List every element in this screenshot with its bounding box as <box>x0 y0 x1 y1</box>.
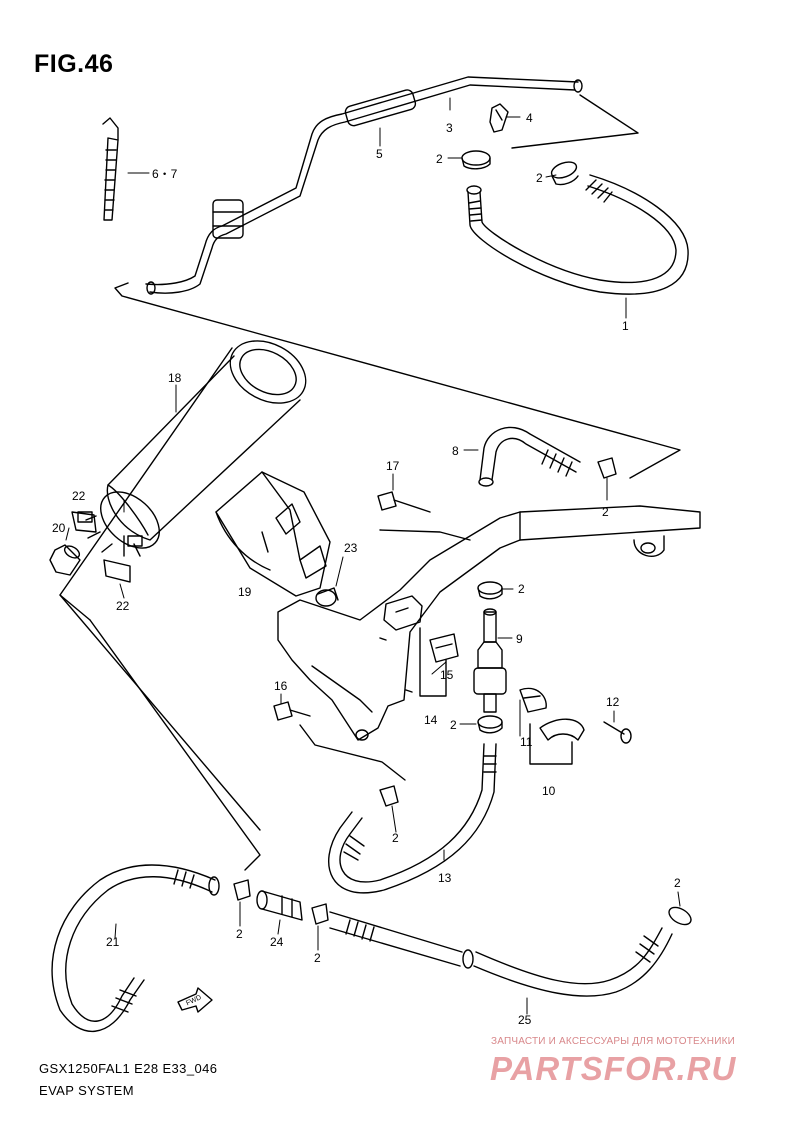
label-part-22-b: 22 <box>116 599 130 613</box>
label-part-8: 8 <box>452 444 459 458</box>
figure-title: FIG.46 <box>34 50 114 78</box>
label-part-12: 12 <box>606 695 620 709</box>
leader-lines <box>65 97 681 1015</box>
fwd-label: FWD <box>185 994 202 1007</box>
label-part-17: 17 <box>386 459 400 473</box>
label-part-2-h: 2 <box>314 951 321 965</box>
part-22-clamp-b <box>103 559 131 583</box>
part-13-hose <box>328 743 497 894</box>
label-part-5: 5 <box>376 147 383 161</box>
part-18-canister <box>77 340 307 557</box>
part-15-bracket <box>429 633 459 663</box>
fwd-arrow-icon <box>177 987 213 1013</box>
part-25-hose <box>329 911 673 997</box>
part-5-vent-hose <box>145 76 583 295</box>
part-2-clamp-lower-1 <box>379 785 399 807</box>
label-part-21: 21 <box>106 935 120 949</box>
label-part-14: 14 <box>424 713 438 727</box>
label-part-10: 10 <box>542 784 556 798</box>
part-17-bolt <box>377 491 431 513</box>
label-part-6-7: 6・7 <box>152 167 178 181</box>
label-part-24: 24 <box>270 935 284 949</box>
label-part-1: 1 <box>622 319 629 333</box>
label-part-23: 23 <box>344 541 358 555</box>
model-code: GSX1250FAL1 E28 E33_046 <box>39 1061 218 1076</box>
label-part-3: 3 <box>446 121 453 135</box>
part-14-bracket <box>383 595 423 631</box>
frame-line-mid2 <box>59 594 261 831</box>
part-22-clamp-a <box>71 511 97 533</box>
bracket-assembly <box>277 505 701 741</box>
part-8-hose <box>478 426 581 487</box>
part-20-cap <box>49 544 81 576</box>
label-part-16: 16 <box>274 679 288 693</box>
watermark-logo: PARTSFOR.RU <box>490 1050 737 1087</box>
label-part-2-i: 2 <box>674 876 681 890</box>
frame-line-mid <box>299 724 406 781</box>
watermark-tagline: ЗАПЧАСТИ И АКСЕССУАРЫ ДЛЯ МОТОТЕХНИКИ <box>491 1036 736 1047</box>
part-2-clamp-mid-3 <box>477 715 503 734</box>
part-6-7-cable-tie <box>102 117 119 221</box>
frame-line-upper <box>114 282 681 479</box>
label-part-25: 25 <box>518 1013 532 1027</box>
part-11-clamp-b <box>539 718 585 741</box>
label-part-19: 19 <box>238 585 252 599</box>
label-part-2-c: 2 <box>602 505 609 519</box>
label-part-2-f: 2 <box>392 831 399 845</box>
label-part-2-g: 2 <box>236 927 243 941</box>
part-2-clamp-lower-2 <box>233 879 251 901</box>
part-10-leader <box>529 723 573 765</box>
label-part-11: 11 <box>520 735 533 749</box>
part-9-valve <box>473 608 507 713</box>
frame-line-left <box>59 347 233 621</box>
part-12-screw <box>603 721 632 744</box>
label-part-2-d: 2 <box>518 582 525 596</box>
label-part-9: 9 <box>516 632 523 646</box>
label-part-18: 18 <box>168 371 182 385</box>
label-part-13: 13 <box>438 871 452 885</box>
part-1-hose <box>466 174 689 295</box>
label-part-15: 15 <box>440 668 454 682</box>
part-16-bolt <box>273 701 311 721</box>
part-2-clamp-lower-4 <box>668 906 692 926</box>
part-2-clamp-lower-3 <box>311 903 329 925</box>
label-part-2-b: 2 <box>536 171 543 185</box>
label-part-2-e: 2 <box>450 718 457 732</box>
system-name: EVAP SYSTEM <box>39 1083 134 1098</box>
part-2-clamp-upper-1 <box>461 150 491 170</box>
part-2-clamp-upper-2 <box>550 161 579 186</box>
part-23-clamp <box>315 587 339 607</box>
frame-line-lower-left <box>89 619 261 871</box>
label-part-2-a: 2 <box>436 152 443 166</box>
part-11-clamp-a <box>519 687 547 713</box>
part-19-holder <box>215 471 331 597</box>
part-21-hose <box>51 864 220 1033</box>
part-4-clip <box>489 103 509 133</box>
part-24-connector <box>256 890 303 921</box>
part-2-clamp-mid-1 <box>597 457 617 479</box>
part-2-clamp-mid-2 <box>477 581 503 600</box>
label-part-20: 20 <box>52 521 66 535</box>
frame-line-top <box>511 94 639 149</box>
label-part-22-a: 22 <box>72 489 86 503</box>
label-part-4: 4 <box>526 111 533 125</box>
part-14-leader <box>419 627 447 697</box>
